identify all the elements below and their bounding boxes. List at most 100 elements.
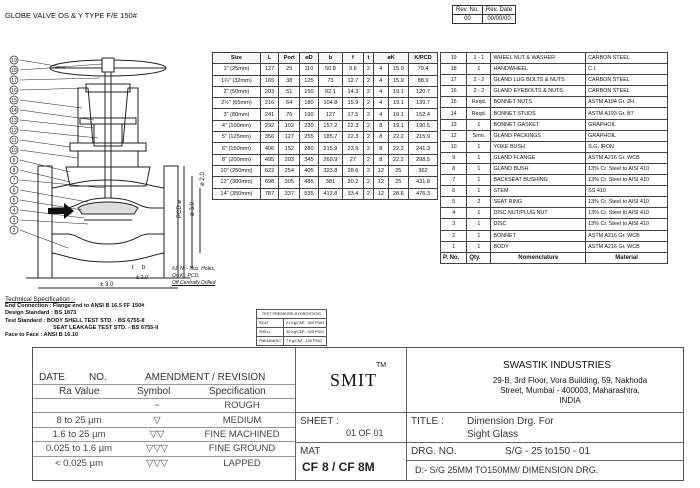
tech-spec-heading: Technical Specification :- <box>5 296 76 303</box>
part-cell: 14 <box>439 107 468 120</box>
company-logo: SMIT <box>330 370 378 390</box>
size-cell: 28.6 <box>387 187 410 200</box>
sheet-value: 01 OF 01 <box>346 428 384 438</box>
size-cell: 4 <box>373 85 389 99</box>
surface-finish-cell: 8 to 25 µm <box>33 412 125 428</box>
part-cell: BODY <box>490 240 587 253</box>
drawing-number-value: S/G - 25 to150 - 01 <box>505 446 591 457</box>
size-cell: 25 <box>387 176 410 189</box>
dim-t: t <box>132 265 134 271</box>
size-cell: 345 <box>299 153 319 166</box>
part-cell: 13% Cr. Steel to AISI 410 <box>585 218 668 231</box>
size-cell: 2 <box>362 119 375 133</box>
part-cell: 9 <box>439 151 468 164</box>
col-k: øK <box>373 51 410 65</box>
size-cell: 230 <box>299 119 319 133</box>
title-block: DATE NO. AMENDMENT / REVISION Ra Value S… <box>32 347 684 481</box>
size-cell: 269.9 <box>317 153 344 166</box>
size-cell: 15.9 <box>342 97 364 110</box>
tech-spec-line: Test Standard : BODY SHELL TEST STD. - B… <box>5 317 145 324</box>
size-cell: 2 <box>362 187 375 200</box>
size-cell: 22.3 <box>342 119 364 133</box>
size-cell: 2 <box>362 153 375 166</box>
size-cell: 22.2 <box>387 153 410 166</box>
svg-text:7: 7 <box>13 178 16 184</box>
part-cell: 18 <box>439 63 468 76</box>
part-cell: 1 - 1 <box>466 51 492 65</box>
part-cell: 8 <box>439 162 468 176</box>
size-cell: 787 <box>259 187 280 200</box>
size-cell: 2 <box>362 74 375 87</box>
part-cell: ASTM A216 Gr. WCB <box>585 229 668 242</box>
technical-specification: Technical Specification :- End Connectio… <box>5 296 158 339</box>
size-cell: 1" (25mm) <box>212 63 261 76</box>
size-cell: 22.2 <box>387 131 410 144</box>
col-t: t <box>362 51 375 65</box>
col-part-no: P. No. <box>439 251 468 264</box>
size-cell: 30.2 <box>342 176 364 189</box>
part-cell: 2 <box>439 229 468 242</box>
col-d: øD <box>299 51 319 65</box>
surface-finish-cell: ▽▽▽ <box>125 455 189 470</box>
size-cell: 19.1 <box>387 85 410 99</box>
svg-text:2: 2 <box>13 228 16 234</box>
size-cell: 6" (150mm) <box>212 142 261 155</box>
dim-pcd: PCD ø <box>177 200 183 218</box>
dim-b: b <box>142 265 146 271</box>
size-cell: 323.8 <box>317 164 344 178</box>
part-cell: BONNET GASKET <box>490 118 587 131</box>
part-cell: 16 <box>439 85 468 98</box>
size-cell: 254 <box>278 164 301 178</box>
size-cell: 51 <box>278 85 301 99</box>
size-cell: 120.7 <box>408 85 438 99</box>
part-cell: 13 <box>439 118 468 131</box>
svg-text:3: 3 <box>13 218 16 224</box>
part-cell: 3 <box>439 218 468 231</box>
col-material: Material <box>585 251 668 264</box>
size-cell: 216 <box>259 97 280 110</box>
title-value-line: Dimension Drg. For <box>467 416 554 427</box>
surface-finish-row: 1.6 to 25 µm▽▽FINE MACHINED <box>33 426 295 442</box>
part-cell: GLAND LUG BOLTS & NUTS <box>490 74 587 87</box>
size-cell: 127 <box>278 131 301 144</box>
material-cell: MAT CF 8 / CF 8M <box>296 442 407 480</box>
surface-finish-cell: ▽ <box>125 412 189 428</box>
size-cell: 76 <box>278 108 301 121</box>
size-cell: 127 <box>259 63 280 76</box>
hole-note-line: Off Centrally Drilled <box>172 280 216 286</box>
svg-text:15: 15 <box>11 98 17 104</box>
hole-note-line: #J, N :- Nos. Holes, <box>172 266 216 272</box>
part-cell: 2 - 2 <box>466 74 492 87</box>
part-cell: HANDWHEEL <box>490 63 587 76</box>
part-cell: ASTM A193 Gr. B7 <box>585 107 668 120</box>
size-cell: 8 <box>373 153 389 166</box>
size-cell: 203 <box>278 153 301 166</box>
test-row-label: SEAT <box>255 318 285 328</box>
part-cell: YOKE BUSH <box>490 140 587 153</box>
test-row-label: SHELL <box>255 327 285 337</box>
size-cell: 14.3 <box>342 85 364 99</box>
size-cell: 4 <box>373 63 389 76</box>
col-f: f <box>342 51 364 65</box>
part-cell: 2 <box>466 196 492 209</box>
col-qty: Qty. <box>466 251 492 264</box>
part-cell: CARBON STEEL <box>585 74 668 87</box>
surface-finish-cell: ~ <box>125 397 189 413</box>
specification-header: Specification <box>209 386 266 397</box>
rev-no-value: 00 <box>452 14 483 24</box>
part-cell: BONNET <box>490 229 587 242</box>
